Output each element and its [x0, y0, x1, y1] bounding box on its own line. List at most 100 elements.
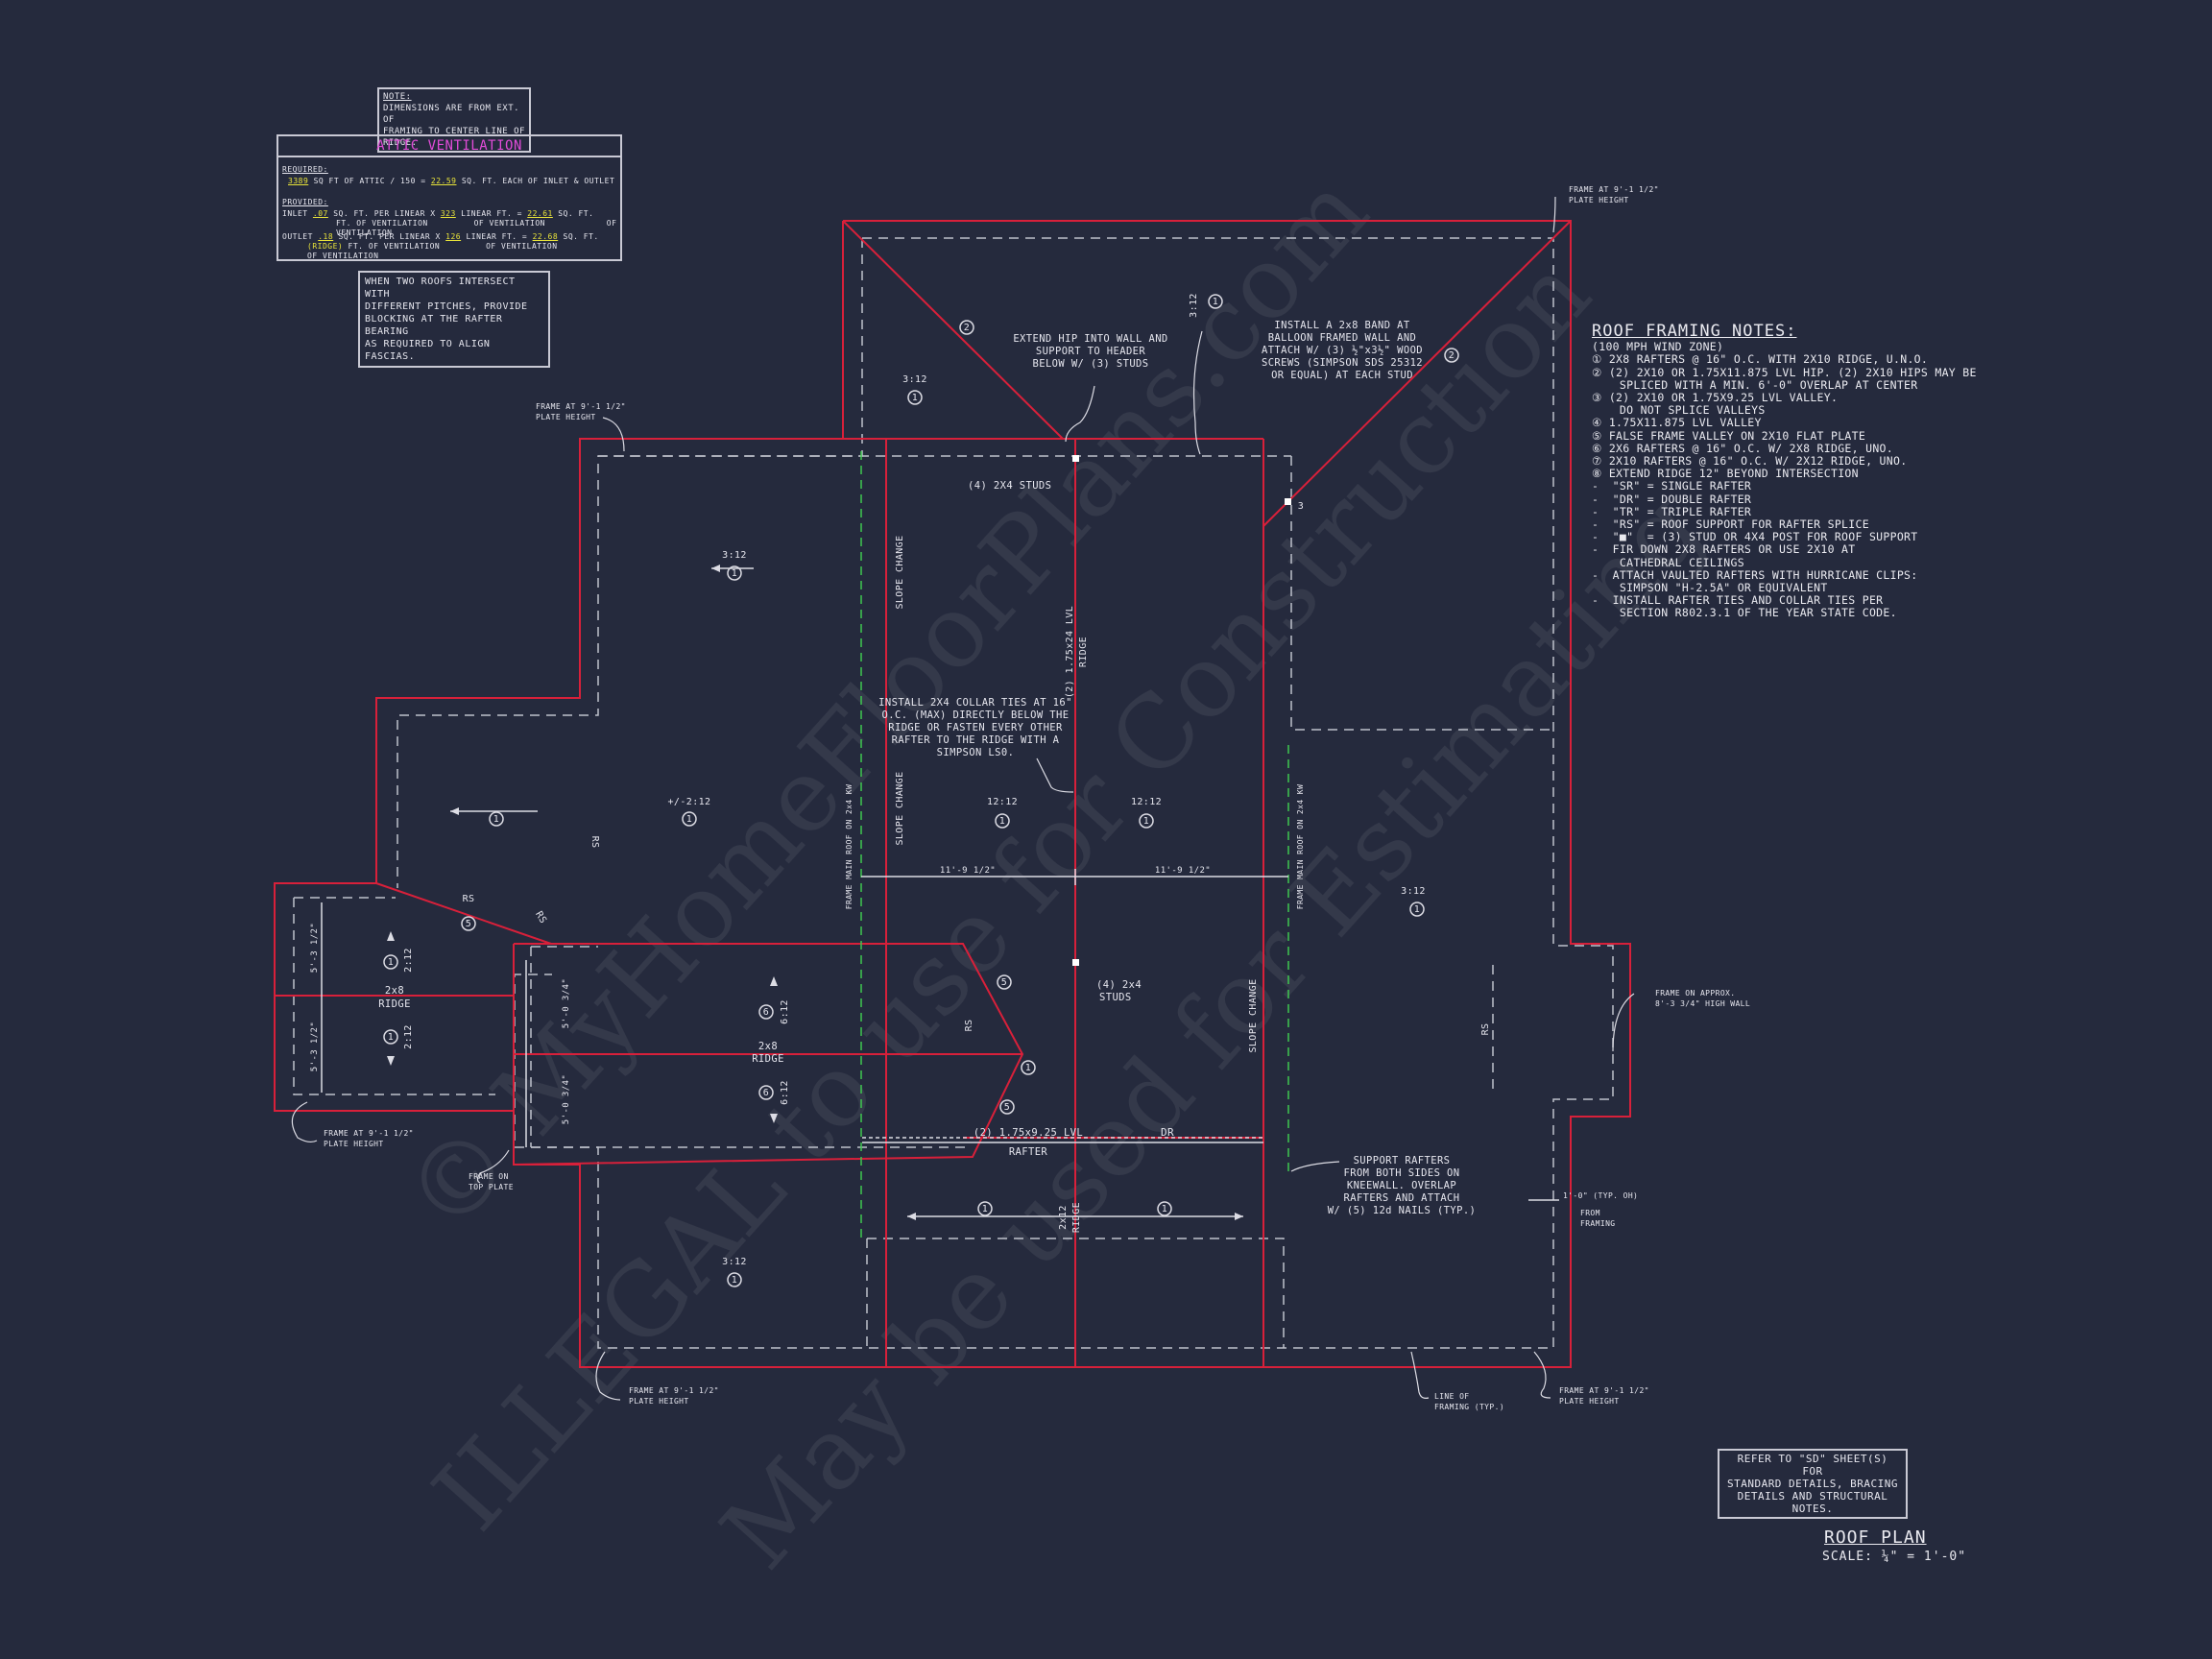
- roof-framing-notes: ROOF FRAMING NOTES: (100 MPH WIND ZONE) …: [1592, 322, 1977, 620]
- sd-line-1: REFER TO "SD" SHEET(S) FOR: [1737, 1453, 1888, 1478]
- extend-hip-note: EXTEND HIP INTO WALL AND SUPPORT TO HEAD…: [1013, 333, 1167, 370]
- inlet-value: .07: [312, 209, 328, 218]
- collar-ties-l3: RIDGE OR FASTEN EVERY OTHER: [888, 722, 1063, 733]
- pitch-labels: 3:12 3:12 3:12 +/-2:12 12:12 12:12 3:12 …: [403, 293, 1425, 1267]
- note-item: ⑤ FALSE FRAME VALLEY ON 2x10 FLAT PLATE: [1592, 428, 1866, 443]
- pitch-3-12-a: 3:12: [1189, 293, 1199, 318]
- rs-label-d: RS: [964, 1020, 974, 1032]
- note-item: ⑦ 2x10 RAFTERS @ 16" O.C. W/ 2x12 RIDGE,…: [1592, 454, 1908, 469]
- extend-hip-l3: BELOW W/ (3) STUDS: [1033, 358, 1149, 370]
- inlet-text-3: SQ. FT.: [558, 209, 594, 218]
- ridge-label-a: RIDGE: [378, 998, 411, 1010]
- collar-ties-l2: O.C. (MAX) DIRECTLY BELOW THE: [882, 709, 1070, 721]
- frame-top-1: FRAME ON: [469, 1172, 509, 1181]
- extend-hip-l1: EXTEND HIP INTO WALL AND: [1013, 333, 1167, 345]
- ridge-label-c: RIDGE: [1071, 1202, 1082, 1233]
- callout-2-a: 2: [964, 323, 970, 333]
- collar-ties-l1: INSTALL 2X4 COLLAR TIES AT 16": [878, 697, 1072, 709]
- pitch-3-12-b: 3:12: [902, 374, 927, 385]
- frame-plate-label-a2: PLATE HEIGHT: [536, 413, 596, 421]
- note-item: ⑥ 2x6 RAFTERS @ 16" O.C. W/ 2x8 RIDGE, U…: [1592, 441, 1893, 455]
- pitch-12-12-b: 12:12: [1131, 797, 1162, 807]
- outlet-sub-row: (RIDGE) FT. OF VENTILATION OF VENTILATIO…: [307, 242, 620, 261]
- inlet-sub-3: OF VENTILATION: [336, 219, 617, 237]
- note-item: DO NOT SPLICE VALLEYS: [1592, 403, 1766, 418]
- dim-11-b: 11'-9 1/2": [1155, 866, 1211, 876]
- note-item: - "DR" = DOUBLE RAFTER: [1592, 492, 1752, 506]
- slope-change-a: SLOPE CHANGE: [895, 535, 905, 609]
- slope-change-lines: [860, 451, 1289, 1238]
- frame-main-b: FRAME MAIN ROOF ON 2x4 KW: [1296, 784, 1305, 909]
- install-band-l2: BALLOON FRAMED WALL AND: [1268, 332, 1417, 344]
- note-item: - "TR" = TRIPLE RAFTER: [1592, 504, 1752, 518]
- ridge-label-b: RIDGE: [752, 1053, 784, 1065]
- frame-plate-label-a1: FRAME AT 9'-1 1/2": [536, 402, 626, 411]
- outlet-sub-2: OF VENTILATION: [486, 242, 558, 251]
- slope-change-b: SLOPE CHANGE: [895, 771, 905, 845]
- outlet-text-3: SQ. FT.: [563, 232, 599, 241]
- line-framing-2: FRAMING (TYP.): [1434, 1403, 1504, 1411]
- dim-5-0-a: 5'-0 3/4": [562, 978, 571, 1028]
- attic-ventilation-table: ATTIC VENTILATION REQUIRED: 3389 SQ FT O…: [276, 134, 622, 261]
- watermark-line-2: ILLEGAL to use for Construction: [411, 235, 1613, 1551]
- roof-intersect-note-box: WHEN TWO ROOFS INTERSECT WITH DIFFERENT …: [358, 271, 550, 368]
- sd-line-2: STANDARD DETAILS, BRACING: [1726, 1478, 1899, 1490]
- from-framing-2: FRAMING: [1580, 1219, 1616, 1228]
- intersect-line-3: BLOCKING AT THE RAFTER BEARING: [365, 314, 503, 337]
- dim-5-3-a: 5'-3 1/2": [310, 923, 320, 973]
- inlet-sub-1: FT. OF VENTILATION: [336, 219, 428, 228]
- note-item: CATHEDRAL CEILINGS: [1592, 555, 1744, 569]
- callout-3: 3: [1298, 501, 1304, 512]
- inlet-text-1: SQ. FT. PER LINEAR x: [333, 209, 436, 218]
- inlet-linear: 323: [440, 209, 456, 218]
- outlet-sub-3: OF VENTILATION: [307, 252, 379, 260]
- frame-plate-label-e1: FRAME AT 9'-1 1/2": [1559, 1386, 1649, 1395]
- pitch-12-12-a: 12:12: [987, 797, 1018, 807]
- callout-1-i: 1: [388, 957, 394, 968]
- inlet-total: 22.61: [527, 209, 553, 218]
- rs-label-a: RS: [589, 836, 600, 849]
- callout-1-c: 1: [732, 568, 737, 579]
- outlet-value: .18: [318, 232, 334, 241]
- drawing-scale: SCALE: ¼" = 1'-0": [1822, 1550, 1967, 1564]
- callout-1-j: 1: [388, 1032, 394, 1043]
- callout-circles: [383, 294, 1459, 1287]
- outlet-sub-label: (RIDGE): [307, 242, 344, 251]
- collar-ties-note: INSTALL 2X4 COLLAR TIES AT 16" O.C. (MAX…: [878, 697, 1072, 758]
- outlet-label: OUTLET: [282, 232, 313, 241]
- pitch-6-12-a: 6:12: [780, 999, 790, 1024]
- support-rafters-l1: SUPPORT RAFTERS: [1354, 1155, 1451, 1166]
- callout-1-m: 1: [1162, 1204, 1167, 1214]
- intersect-line-1: WHEN TWO ROOFS INTERSECT WITH: [365, 276, 516, 300]
- outlet-text-2: LINEAR FT. =: [466, 232, 528, 241]
- note-item: - INSTALL RAFTER TIES AND COLLAR TIES PE…: [1592, 593, 1884, 608]
- inlet-row: INLET .07 SQ. FT. PER LINEAR x 323 LINEA…: [282, 209, 593, 219]
- support-rafters-l5: W/ (5) 12d NAILS (TYP.): [1328, 1205, 1477, 1216]
- studs-4b-label-1: (4) 2x4: [1096, 979, 1142, 991]
- frame-plate-label-d1: FRAME AT 9'-1 1/2": [629, 1386, 719, 1395]
- roof-framing-notes-title: ROOF FRAMING NOTES:: [1592, 322, 1797, 341]
- callout-1-a: 1: [1213, 297, 1218, 307]
- callout-1-h: 1: [1414, 904, 1420, 915]
- note-item: (100 MPH WIND ZONE): [1592, 340, 1724, 354]
- note-item: SECTION R802.3.1 OF THE YEAR STATE CODE.: [1592, 606, 1897, 620]
- install-band-l3: ATTACH W/ (3) ½"x3½" WOOD: [1262, 345, 1423, 356]
- callout-5-b: 5: [1001, 977, 1007, 988]
- note-line-1: DIMENSIONS ARE FROM EXT. OF: [383, 104, 520, 125]
- collar-ties-l4: RAFTER TO THE RIDGE WITH A: [892, 734, 1060, 746]
- frame-plate-label-b1: FRAME AT 9'-1 1/2": [1569, 185, 1659, 194]
- from-framing-1: FROM: [1580, 1209, 1600, 1217]
- callout-1-f: 1: [999, 816, 1005, 827]
- pitch-2-12-a: 2:12: [403, 948, 414, 973]
- note-item: - "■" = (3) STUD OR 4x4 POST FOR ROOF SU…: [1592, 530, 1918, 544]
- frame-plate-label-b2: PLATE HEIGHT: [1569, 196, 1629, 204]
- note-item: ② (2) 2x10 OR 1.75x11.875 LVL HIP. (2) 2…: [1592, 365, 1977, 379]
- callout-1-k: 1: [1025, 1063, 1031, 1073]
- note-item: - "SR" = SINGLE RAFTER: [1592, 479, 1752, 493]
- extend-hip-l2: SUPPORT TO HEADER: [1036, 346, 1146, 357]
- lvl-ridge-2: RIDGE: [1078, 637, 1089, 667]
- callout-1-e: 1: [686, 814, 692, 825]
- note-heading: NOTE:: [383, 92, 412, 102]
- dr-label: DR: [1161, 1126, 1174, 1139]
